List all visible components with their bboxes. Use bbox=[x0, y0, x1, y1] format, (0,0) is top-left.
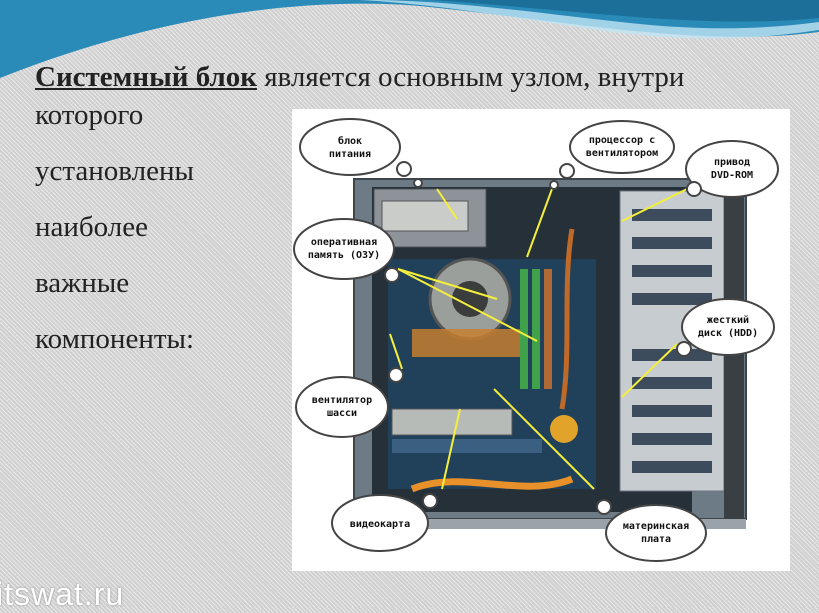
callout-cpu-line2: вентилятором bbox=[586, 148, 658, 159]
text-lines: которого установлены наиболее важные ком… bbox=[35, 98, 194, 378]
callout-cpu: процессор с вентилятором bbox=[549, 120, 675, 190]
callout-psu-line1: блок bbox=[338, 135, 362, 147]
callout-mb-line2: плата bbox=[641, 534, 671, 545]
text-line: наиболее bbox=[35, 211, 148, 243]
computer-case-photo bbox=[292, 109, 790, 571]
callout-psu: блок питания bbox=[299, 118, 423, 188]
callout-mb-line1: материнская bbox=[623, 521, 689, 532]
callout-fan: вентилятор шасси bbox=[295, 367, 404, 438]
callouts-layer: блок питания процессор с вентилятором пр… bbox=[293, 118, 779, 562]
text-line: компоненты: bbox=[35, 323, 195, 355]
slide-heading: Системный блок является основным узлом, … bbox=[35, 60, 795, 94]
callout-gpu-line1: видеокарта bbox=[350, 519, 410, 530]
callout-dvd-line2: DVD-ROM bbox=[711, 170, 753, 181]
text-line: которого bbox=[35, 99, 144, 131]
heading-rest: является основным узлом, внутри bbox=[256, 61, 685, 93]
callout-ram-line2: память (ОЗУ) bbox=[308, 250, 380, 261]
callout-mb: материнская плата bbox=[596, 499, 707, 562]
text-line: установлены bbox=[35, 155, 194, 187]
callout-dvd-line1: привод bbox=[714, 157, 750, 168]
callout-fan-line1: вентилятор bbox=[312, 395, 372, 406]
callout-gpu: видеокарта bbox=[331, 493, 438, 552]
callout-ram: оперативная память (ОЗУ) bbox=[293, 218, 400, 283]
callout-fan-line2: шасси bbox=[327, 408, 357, 419]
heading-term: Системный блок bbox=[35, 61, 257, 93]
callout-psu-line2: питания bbox=[329, 149, 371, 160]
watermark-text: itswat.ru bbox=[0, 576, 125, 612]
callout-cpu-line1: процессор с bbox=[589, 135, 655, 146]
callout-ram-line1: оперативная bbox=[311, 237, 377, 248]
callout-hdd: жесткий диск (HDD) bbox=[676, 298, 775, 357]
callout-hdd-line1: жесткий bbox=[707, 314, 749, 326]
header-wave bbox=[0, 0, 819, 78]
callout-hdd-line2: диск (HDD) bbox=[698, 328, 758, 339]
callout-dvd: привод DVD-ROM bbox=[685, 140, 779, 198]
text-line: важные bbox=[35, 267, 130, 299]
